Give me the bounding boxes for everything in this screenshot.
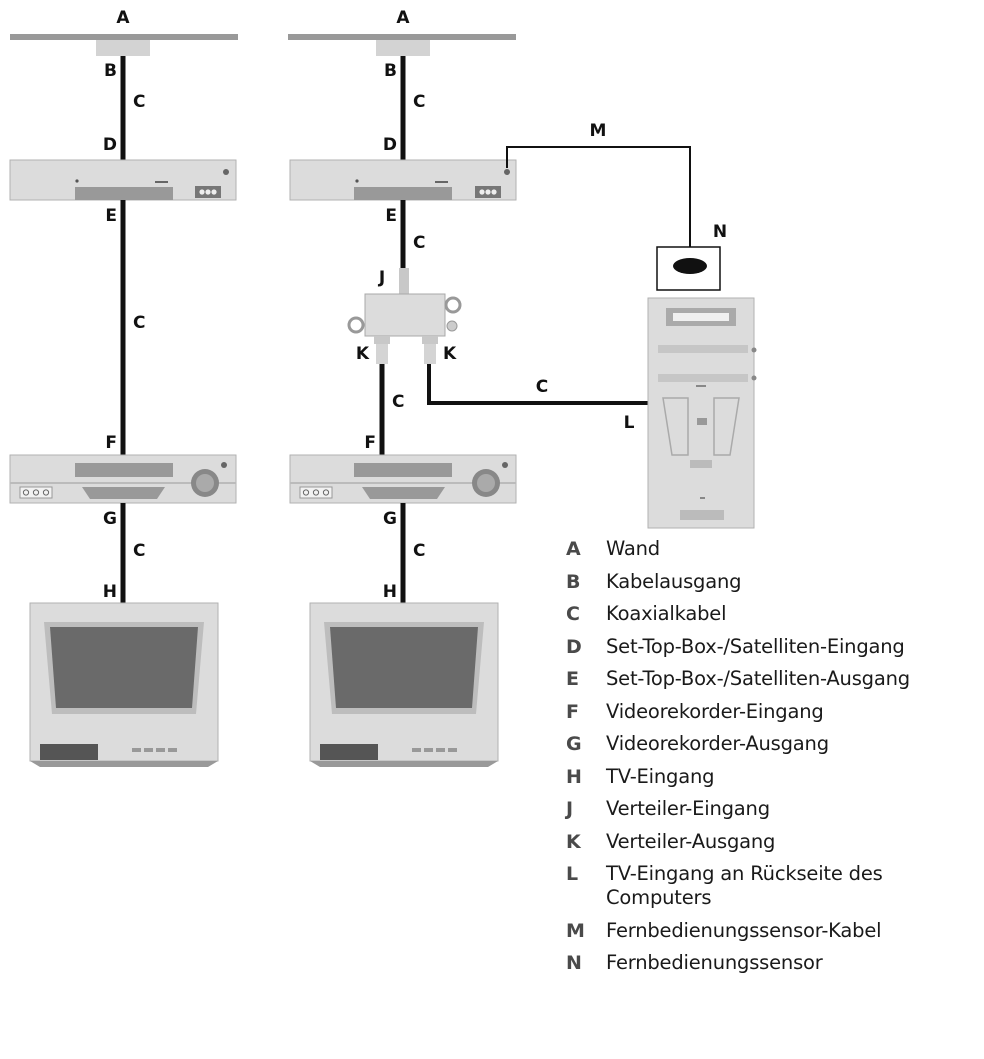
callout-right-e: E xyxy=(385,206,397,226)
callout-right-k2: K xyxy=(443,344,457,364)
legend-desc: Verteiler-Ausgang xyxy=(606,829,776,853)
callout-left-c2: C xyxy=(133,313,145,333)
wall-right xyxy=(288,34,516,40)
callout-right-f: F xyxy=(364,433,376,453)
legend-item: H TV-Eingang xyxy=(566,765,980,789)
legend-item: G Videorekorder-Ausgang xyxy=(566,732,980,756)
callout-left-c1: C xyxy=(133,92,145,112)
legend: A Wand B Kabelausgang C Koaxialkabel D Set-T… xyxy=(566,537,980,984)
splitter xyxy=(347,268,462,364)
callout-left-h: H xyxy=(103,582,117,602)
tv-right xyxy=(309,602,499,767)
callout-right-c3: C xyxy=(392,392,404,412)
tv-left xyxy=(29,602,219,767)
legend-item: L TV-Eingang an Rückseite des Computers xyxy=(566,862,980,910)
legend-desc: Verteiler-Eingang xyxy=(606,797,770,820)
right-setup: A B C D M N E C J K K C C L F G C H xyxy=(288,8,757,767)
callout-right-n: N xyxy=(713,222,727,242)
legend-key: J xyxy=(566,798,574,820)
legend-desc: Fernbedienungssensor xyxy=(606,951,823,974)
legend-key: C xyxy=(566,603,580,625)
legend-desc: TV-Eingang an Rückseite des Computers xyxy=(606,862,883,909)
callout-right-g: G xyxy=(383,509,397,529)
vcr-right xyxy=(289,454,517,504)
set-top-box-right xyxy=(289,159,517,201)
legend-key: K xyxy=(566,830,581,853)
remote-sensor xyxy=(656,246,721,291)
legend-key: G xyxy=(566,733,582,755)
legend-desc: Videorekorder-Eingang xyxy=(606,699,824,723)
legend-item: B Kabelausgang xyxy=(566,570,980,594)
legend-item: A Wand xyxy=(566,537,980,561)
computer-tower xyxy=(647,297,757,529)
legend-key: N xyxy=(566,952,582,974)
remote-sensor-cable xyxy=(506,146,691,255)
callout-left-d: D xyxy=(103,135,117,155)
legend-key: F xyxy=(566,700,579,723)
legend-desc: Videorekorder-Ausgang xyxy=(606,732,829,755)
wall-left xyxy=(10,34,238,40)
callout-right-b: B xyxy=(384,61,397,81)
legend-desc: Wand xyxy=(606,537,660,560)
legend-key: D xyxy=(566,635,582,658)
legend-key: A xyxy=(566,538,581,560)
legend-item: K Verteiler-Ausgang xyxy=(566,830,980,854)
callout-left-g: G xyxy=(103,509,117,529)
legend-item: N Fernbedienungssensor xyxy=(566,951,980,975)
callout-right-c5: C xyxy=(413,541,425,561)
legend-desc: Set-Top-Box-/Satelliten-Eingang xyxy=(606,634,905,658)
callout-right-m: M xyxy=(590,121,607,141)
callout-left-b: B xyxy=(104,61,117,81)
callout-right-h: H xyxy=(383,582,397,602)
callout-right-k1: K xyxy=(356,344,370,364)
legend-desc: Fernbedienungssensor-Kabel xyxy=(606,918,882,942)
legend-key: E xyxy=(566,668,579,690)
legend-item: M Fernbedienungssensor-Kabel xyxy=(566,919,980,943)
callout-right-c1: C xyxy=(413,92,425,112)
legend-item: D Set-Top-Box-/Satelliten-Eingang xyxy=(566,635,980,659)
vcr-left xyxy=(9,454,237,504)
legend-item: E Set-Top-Box-/Satelliten-Ausgang xyxy=(566,667,980,691)
callout-right-d: D xyxy=(383,135,397,155)
set-top-box-left xyxy=(9,159,237,201)
cable-outlet-right xyxy=(376,40,430,56)
cable-outlet-left xyxy=(96,40,150,56)
legend-desc: TV-Eingang xyxy=(606,764,715,788)
legend-item: C Koaxialkabel xyxy=(566,602,980,626)
callout-right-c2: C xyxy=(413,233,425,253)
callout-left-e: E xyxy=(105,206,117,226)
legend-desc: Set-Top-Box-/Satelliten-Ausgang xyxy=(606,667,910,690)
legend-key: L xyxy=(566,863,579,885)
left-setup: A B C D E C F G C H xyxy=(9,8,238,767)
legend-key: B xyxy=(566,570,581,593)
legend-desc: Koaxialkabel xyxy=(606,602,727,625)
callout-right-a: A xyxy=(396,8,410,28)
legend-key: H xyxy=(566,765,582,788)
callout-right-c4: C xyxy=(536,377,548,397)
legend-item: J Verteiler-Eingang xyxy=(566,797,980,821)
legend-item: F Videorekorder-Eingang xyxy=(566,700,980,724)
callout-left-c3: C xyxy=(133,541,145,561)
callout-right-l: L xyxy=(624,413,635,433)
coax-cable-right-4 xyxy=(427,364,650,405)
legend-desc: Kabelausgang xyxy=(606,569,742,593)
callout-left-a: A xyxy=(116,8,130,28)
callout-left-f: F xyxy=(105,433,117,453)
callout-right-j: J xyxy=(378,268,385,288)
legend-key: M xyxy=(566,919,585,942)
